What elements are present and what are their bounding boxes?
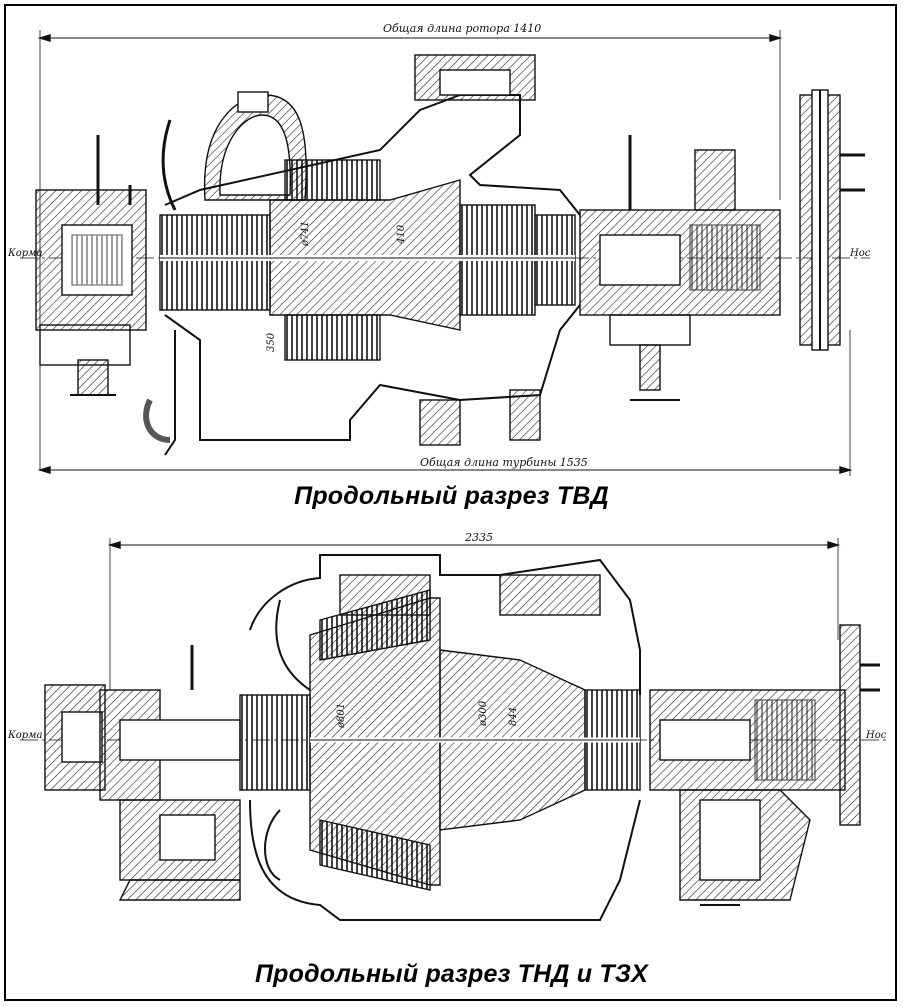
caption-hp-turbine: Продольный разрез ТВД [294,482,609,510]
dim-d1-top: ø741 [300,221,311,247]
forward-bearing-gearbox [579,89,865,401]
hp-casing-inlet [161,91,307,211]
aft-bearing [35,135,147,396]
dim-d2-bottom: ø300 [478,700,489,727]
caption-lp-turbine: Продольный разрез ТНД и ТЗХ [254,960,649,988]
page-border [4,4,897,1001]
lp-turbine-section [20,538,890,921]
lp-rotor [309,589,641,891]
lp-forward-gearbox [649,624,880,906]
dim-d2-top: 410 [396,224,407,245]
label-fwd-top: Нос [849,248,871,259]
dim-d3-bottom: 844 [508,707,519,726]
hp-casing [143,54,581,456]
aft-coupling [44,645,241,901]
dimension-rotor-length [37,30,783,470]
dim-d1-bottom: ø801 [336,703,347,729]
label-aft-bottom: Корма [7,730,42,741]
label-fwd-bottom: Нос [865,730,887,741]
hp-turbine-section [20,30,870,476]
label-aft-top: Корма [7,248,42,259]
hp-rotor [159,159,576,361]
dim-rotor-length: Общая длина ротора 1410 [383,22,541,35]
lp-aft-blading [239,694,311,791]
dim-d3-top: 350 [266,332,277,352]
dimension-turbine-length [37,330,853,476]
dim-turbine-length: Общая длина турбины 1535 [420,456,588,469]
dim-total-bottom: 2335 [464,531,493,544]
dimension-total [107,538,841,690]
